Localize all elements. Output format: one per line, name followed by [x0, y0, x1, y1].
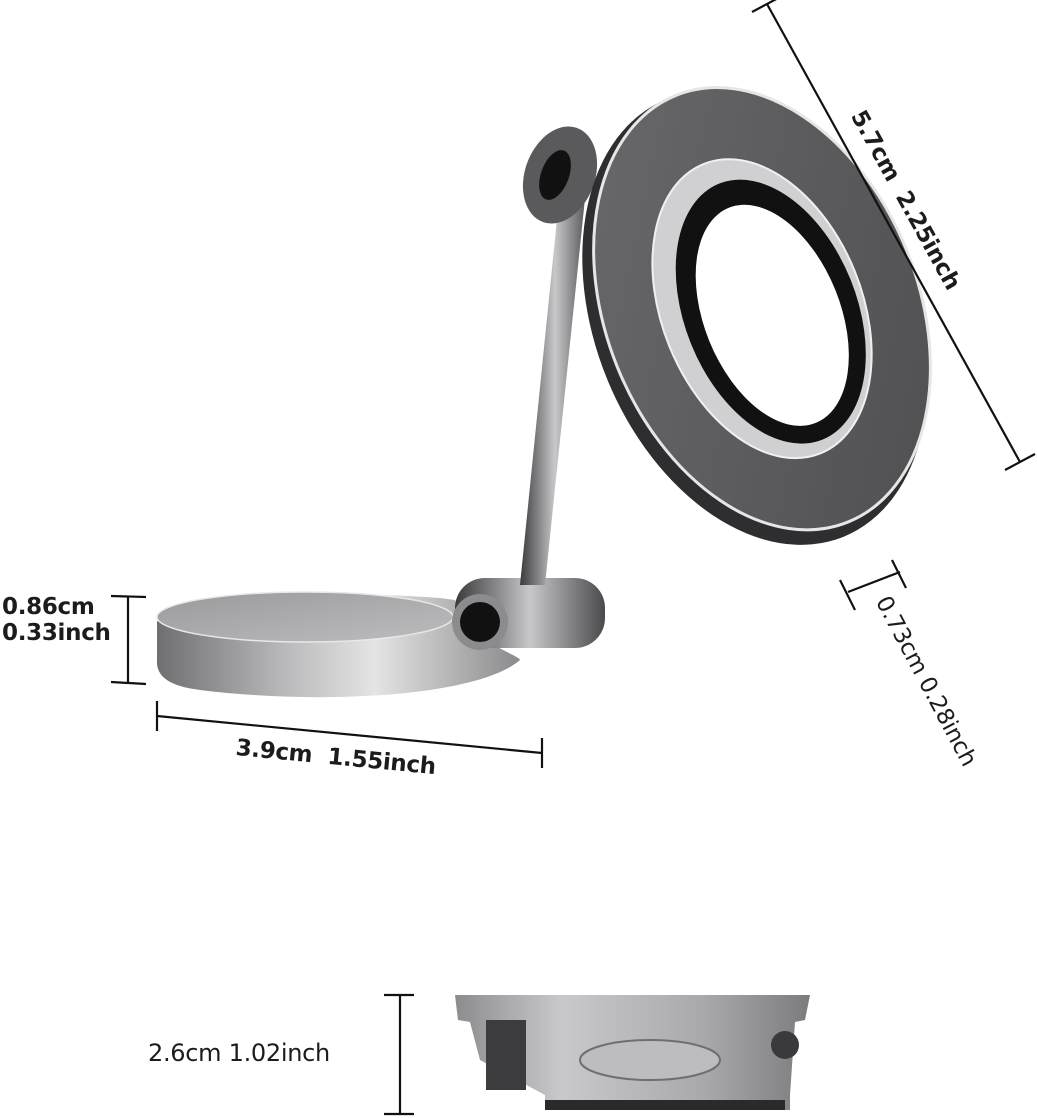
top-knuckle	[522, 126, 598, 224]
base-height-inch: 0.33inch	[2, 620, 111, 647]
dimension-lines	[110, 0, 1036, 1116]
magnetic-ring	[582, 86, 932, 545]
folded-height-cm: 2.6cm	[148, 1039, 222, 1067]
base-height-cm: 0.86cm	[2, 594, 95, 620]
folded-height-label: 2.6cm 1.02inch	[148, 1039, 331, 1068]
base-height-label: 0.86cm 0.33inch	[2, 594, 111, 647]
base-disc	[156, 591, 521, 698]
folded-stand	[455, 995, 810, 1110]
support-arm	[520, 140, 590, 585]
folded-height-inch: 1.02inch	[228, 1039, 331, 1067]
hinge	[452, 578, 605, 650]
